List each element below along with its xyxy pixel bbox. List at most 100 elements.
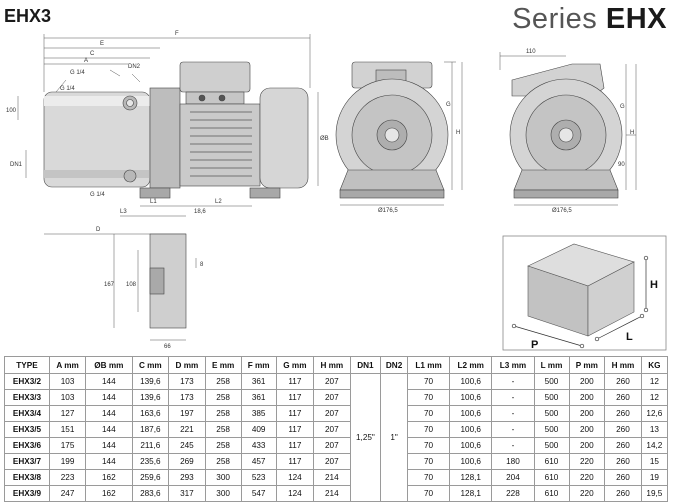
table-cell: 214 <box>313 469 351 486</box>
table-cell: 361 <box>240 373 277 390</box>
table-cell: 162 <box>85 469 133 486</box>
column-header: DN1 <box>349 356 382 374</box>
table-cell: 260 <box>604 373 642 390</box>
table-cell: 70 <box>406 437 451 454</box>
table-cell: 100,6 <box>449 421 493 438</box>
dim-8: 8 <box>200 262 204 268</box>
table-cell: 317 <box>168 485 206 502</box>
dim-g14-left: G 1/4 <box>60 86 75 92</box>
dim-d176-rear: Ø176,5 <box>552 208 572 214</box>
column-header: F mm <box>240 356 277 374</box>
table-cell: 12 <box>640 389 669 406</box>
table-cell: EHX3/2 <box>4 373 50 390</box>
table-cell: - <box>491 389 535 406</box>
box-label-P: P <box>531 339 538 351</box>
dn1-cell: 1,25" <box>349 373 382 502</box>
table-cell: EHX3/5 <box>4 421 50 438</box>
table-cell: 258 <box>204 405 242 422</box>
table-cell: 300 <box>204 469 242 486</box>
dim-L3: L3 <box>120 209 127 215</box>
table-cell: - <box>491 405 535 422</box>
table-cell: 144 <box>85 453 133 470</box>
table-cell: 245 <box>168 437 206 454</box>
box-label-H: H <box>650 279 658 291</box>
table-cell: 260 <box>604 421 642 438</box>
table-cell: 260 <box>604 437 642 454</box>
dn2-cell: 1" <box>380 373 408 502</box>
table-cell: 258 <box>204 421 242 438</box>
table-cell: 207 <box>313 373 351 390</box>
table-cell: 15 <box>640 453 669 470</box>
table-cell: 163,6 <box>131 405 170 422</box>
table-cell: 100,6 <box>449 389 493 406</box>
base-plate-detail <box>149 233 187 329</box>
table-cell: 103 <box>48 373 87 390</box>
table-cell: 523 <box>240 469 277 486</box>
table-cell: 409 <box>240 421 277 438</box>
table-cell: 220 <box>568 469 606 486</box>
table-cell: 70 <box>406 469 451 486</box>
table-cell: 117 <box>275 437 315 454</box>
table-cell: EHX3/7 <box>4 453 50 470</box>
dim-d176-front: Ø176,5 <box>378 208 398 214</box>
table-cell: 200 <box>568 373 606 390</box>
table-cell: 220 <box>568 485 606 502</box>
table-cell: 214 <box>313 485 351 502</box>
dim-H-front: H <box>456 130 460 136</box>
table-cell: 260 <box>604 485 642 502</box>
table-cell: 117 <box>275 373 315 390</box>
table-cell: 260 <box>604 405 642 422</box>
table-cell: 500 <box>533 405 570 422</box>
table-cell: 235,6 <box>131 453 170 470</box>
dim-L2: L2 <box>215 199 222 205</box>
table-cell: 173 <box>168 373 206 390</box>
table-cell: 117 <box>275 453 315 470</box>
table-cell: 128,1 <box>449 485 493 502</box>
table-cell: 500 <box>533 373 570 390</box>
table-cell: 144 <box>85 421 133 438</box>
table-cell: 300 <box>204 485 242 502</box>
column-header: P mm <box>568 356 606 374</box>
column-header: L3 mm <box>491 356 535 374</box>
table-cell: 500 <box>533 389 570 406</box>
table-cell: 127 <box>48 405 87 422</box>
table-cell: 173 <box>168 389 206 406</box>
table-cell: 283,6 <box>131 485 170 502</box>
dim-E: E <box>100 41 104 47</box>
table-cell: 200 <box>568 437 606 454</box>
column-header: C mm <box>131 356 170 374</box>
table-cell: 100,6 <box>449 405 493 422</box>
table-cell: 207 <box>313 405 351 422</box>
table-cell: 221 <box>168 421 206 438</box>
dim-90: 90 <box>618 162 625 168</box>
table-cell: 100,6 <box>449 373 493 390</box>
dim-G-rear: G <box>620 104 625 110</box>
dim-DN2: DN2 <box>128 64 141 70</box>
table-cell: 207 <box>313 453 351 470</box>
dim-C: C <box>90 51 95 57</box>
table-cell: 200 <box>568 389 606 406</box>
column-header: G mm <box>275 356 315 374</box>
table-cell: 14,2 <box>640 437 669 454</box>
table-cell: 12,6 <box>640 405 669 422</box>
table-cell: 259,6 <box>131 469 170 486</box>
column-header: D mm <box>168 356 206 374</box>
table-cell: 207 <box>313 437 351 454</box>
dim-66: 66 <box>164 344 171 350</box>
table-cell: - <box>491 373 535 390</box>
series-name: EHX <box>605 3 667 35</box>
model-title: EHX3 <box>4 6 52 26</box>
table-cell: 180 <box>491 453 535 470</box>
technical-drawing: F E C A DN2 G 1/4 G 1/4 G 1/4 100 DN1 ØB… <box>6 31 667 351</box>
column-header: L mm <box>533 356 570 374</box>
column-header: L2 mm <box>449 356 493 374</box>
table-cell: EHX3/8 <box>4 469 50 486</box>
table-cell: 223 <box>48 469 87 486</box>
pump-rear-view <box>509 63 623 199</box>
series-prefix: Series <box>512 3 606 35</box>
